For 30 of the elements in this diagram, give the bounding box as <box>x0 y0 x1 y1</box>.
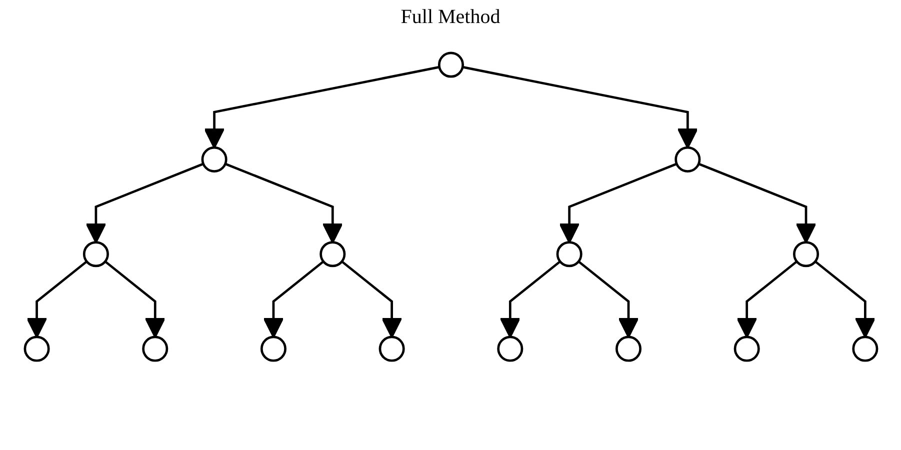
diagram-title: Full Method <box>400 5 502 30</box>
node-circle <box>142 336 168 362</box>
node-circle <box>82 241 108 268</box>
node-circle <box>200 146 227 172</box>
node-circle <box>556 241 582 268</box>
arrow <box>577 260 638 338</box>
node-circle <box>437 52 464 78</box>
arrow <box>698 162 816 244</box>
arrow <box>203 66 440 149</box>
arrow <box>736 260 798 338</box>
arrow <box>814 260 876 338</box>
arrow <box>499 260 560 338</box>
arrow <box>340 260 402 338</box>
node-circle <box>378 336 404 362</box>
node-circle <box>674 146 700 172</box>
arrow <box>26 260 87 338</box>
node-circle <box>23 336 50 362</box>
node-circle <box>319 241 346 268</box>
node-circle <box>792 241 819 268</box>
arrow <box>104 260 166 338</box>
arrow <box>462 66 698 149</box>
arrow <box>85 162 204 244</box>
node-circle <box>615 336 642 362</box>
arrow <box>262 260 324 338</box>
node-circle <box>496 336 523 362</box>
node-circle <box>852 336 878 362</box>
arrow <box>224 162 343 244</box>
arrow <box>558 162 677 244</box>
node-circle <box>733 336 760 362</box>
node-circle <box>260 336 286 362</box>
